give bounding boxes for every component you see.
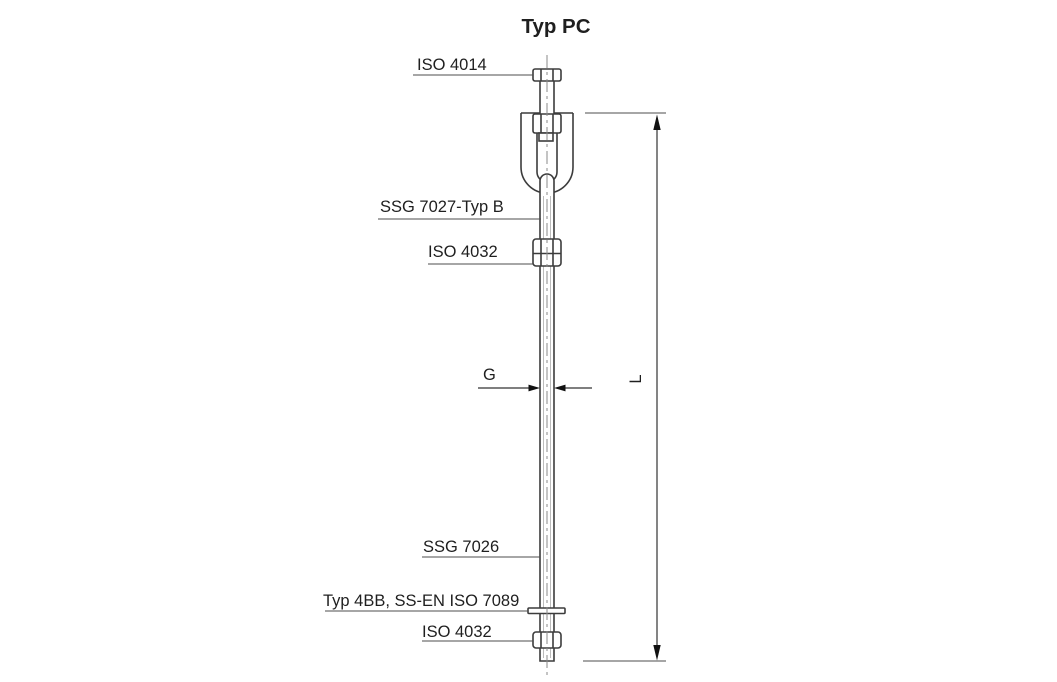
figure-title: Typ PC <box>521 15 590 38</box>
label-iso4032-lower: ISO 4032 <box>422 623 492 641</box>
dimension-g <box>478 384 592 392</box>
label-iso4032-upper: ISO 4032 <box>428 243 498 261</box>
label-ssg7026: SSG 7026 <box>423 538 499 556</box>
label-dim-l: L <box>627 374 645 383</box>
label-iso4014: ISO 4014 <box>417 56 487 74</box>
label-dim-g: G <box>483 366 496 384</box>
label-washer-typ4bb: Typ 4BB, SS-EN ISO 7089 <box>323 592 519 610</box>
label-ssg7027-typ-b: SSG 7027-Typ B <box>380 198 504 216</box>
dimension-l <box>583 112 666 662</box>
